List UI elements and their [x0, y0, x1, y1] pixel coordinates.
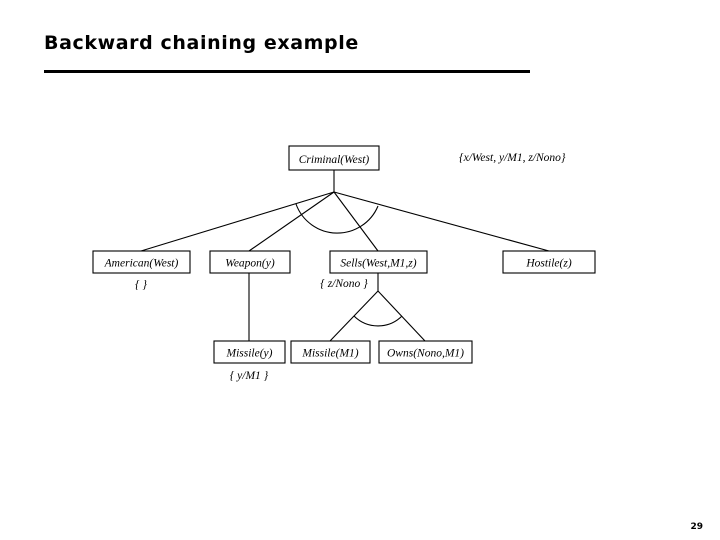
node-missile-m1-box	[290, 340, 371, 364]
node-missile-m1-label: Missile(M1)	[301, 348, 358, 360]
substitution-root: {x/West, y/M1, z/Nono}	[459, 152, 566, 164]
edge-criminal-to-american	[140, 191, 335, 252]
node-hostile-box	[502, 250, 596, 274]
substitution-american: { }	[135, 279, 147, 291]
node-american[interactable]: American(West)	[92, 250, 191, 274]
sells-and-arc-icon	[353, 315, 403, 327]
node-owns-box	[378, 340, 473, 364]
node-weapon-box	[209, 250, 291, 274]
node-american-box	[92, 250, 191, 274]
edge-criminal-to-sells	[333, 191, 379, 252]
title-divider	[44, 70, 530, 73]
node-missile-m1[interactable]: Missile(M1)	[290, 340, 371, 364]
node-owns-label: Owns(Nono,M1)	[387, 348, 464, 360]
node-missile-y-box	[213, 340, 286, 364]
node-weapon[interactable]: Weapon(y)	[209, 250, 291, 274]
edge-criminal-to-weapon	[248, 191, 335, 252]
node-sells[interactable]: Sells(West,M1,z)	[329, 250, 428, 274]
node-criminal[interactable]: Criminal(West)	[288, 145, 380, 171]
node-american-label: American(West)	[104, 258, 179, 270]
node-sells-box	[329, 250, 428, 274]
node-owns[interactable]: Owns(Nono,M1)	[378, 340, 473, 364]
substitution-sells: { z/Nono }	[320, 278, 368, 290]
page-title: Backward chaining example	[44, 32, 359, 54]
node-criminal-box	[288, 145, 380, 171]
criminal-and-arc-icon	[295, 203, 379, 234]
node-missile-y[interactable]: Missile(y)	[213, 340, 286, 364]
substitution-missile-y: { y/M1 }	[230, 370, 269, 382]
edge-criminal-to-hostile	[333, 191, 550, 252]
node-sells-label: Sells(West,M1,z)	[340, 258, 416, 270]
page-number: 29	[690, 522, 703, 532]
node-hostile[interactable]: Hostile(z)	[502, 250, 596, 274]
node-criminal-label: Criminal(West)	[299, 154, 370, 166]
node-missile-y-label: Missile(y)	[226, 348, 273, 360]
node-weapon-label: Weapon(y)	[225, 258, 275, 270]
node-hostile-label: Hostile(z)	[525, 258, 572, 270]
